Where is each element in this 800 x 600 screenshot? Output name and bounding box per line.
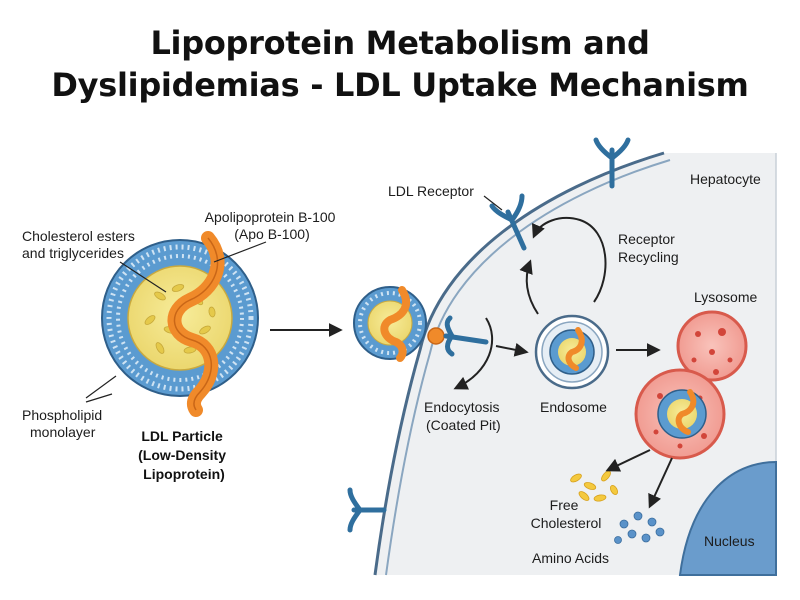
label-ldl-particle: LDL Particle (Low-Density Lipoprotein) <box>138 428 230 482</box>
arrow-recycling-up <box>519 259 539 315</box>
title-line-2: Dyslipidemias - LDL Uptake Mechanism <box>51 66 749 104</box>
label-apo-b100: Apolipoprotein B-100 (Apo B-100) <box>205 209 340 242</box>
free-cholesterol-particles <box>570 470 619 502</box>
arrow-endocytosis <box>453 317 494 390</box>
label-phospholipid: Phospholipid monolayer <box>22 407 106 440</box>
ldl-receptor-bottom <box>347 487 387 533</box>
label-receptor-recycling: Receptor Recycling <box>618 231 679 265</box>
phospholipid-dots-large <box>106 244 254 392</box>
label-nucleus: Nucleus <box>704 533 755 549</box>
label-leaders <box>85 195 503 403</box>
diagram-title: Lipoprotein Metabolism and Dyslipidemias… <box>0 22 800 106</box>
label-endosome: Endosome <box>540 399 607 415</box>
apo-b100-binding-site <box>427 327 445 345</box>
label-hepatocyte: Hepatocyte <box>690 171 761 187</box>
title-line-1: Lipoprotein Metabolism and <box>150 24 650 62</box>
nucleus <box>678 460 777 576</box>
cell-membrane-outer <box>373 151 665 576</box>
phospholipid-dots-inner-large <box>116 254 244 382</box>
ldl-receptor-top <box>593 137 631 189</box>
lysosome <box>634 310 748 460</box>
label-endocytosis: Endocytosis (Coated Pit) <box>424 399 503 433</box>
endosome <box>534 314 610 390</box>
ldl-receptor-membrane <box>489 193 527 251</box>
label-free-cholesterol: Free Cholesterol <box>531 497 602 531</box>
ldl-receptor-bound <box>443 315 489 357</box>
label-amino-acids: Amino Acids <box>532 550 609 566</box>
nucleus-body <box>678 460 777 576</box>
arrow-receptor-recycling <box>531 217 607 303</box>
label-ldl-receptor: LDL Receptor <box>388 183 474 199</box>
lysosome-granules <box>653 328 733 449</box>
ldl-particle-small <box>353 286 445 362</box>
arrow-to-amino-acids <box>648 457 673 509</box>
label-cholesterol-esters: Cholesterol esters and triglycerides <box>22 228 139 261</box>
cell-membrane-inner <box>385 159 671 576</box>
arrow-to-free-cholesterol <box>605 449 651 472</box>
label-lysosome: Lysosome <box>694 289 758 305</box>
ldl-particle-large <box>101 231 259 417</box>
arrow-to-endosome <box>495 342 529 357</box>
pathway-arrows <box>270 217 673 509</box>
amino-acid-particles <box>614 511 665 544</box>
